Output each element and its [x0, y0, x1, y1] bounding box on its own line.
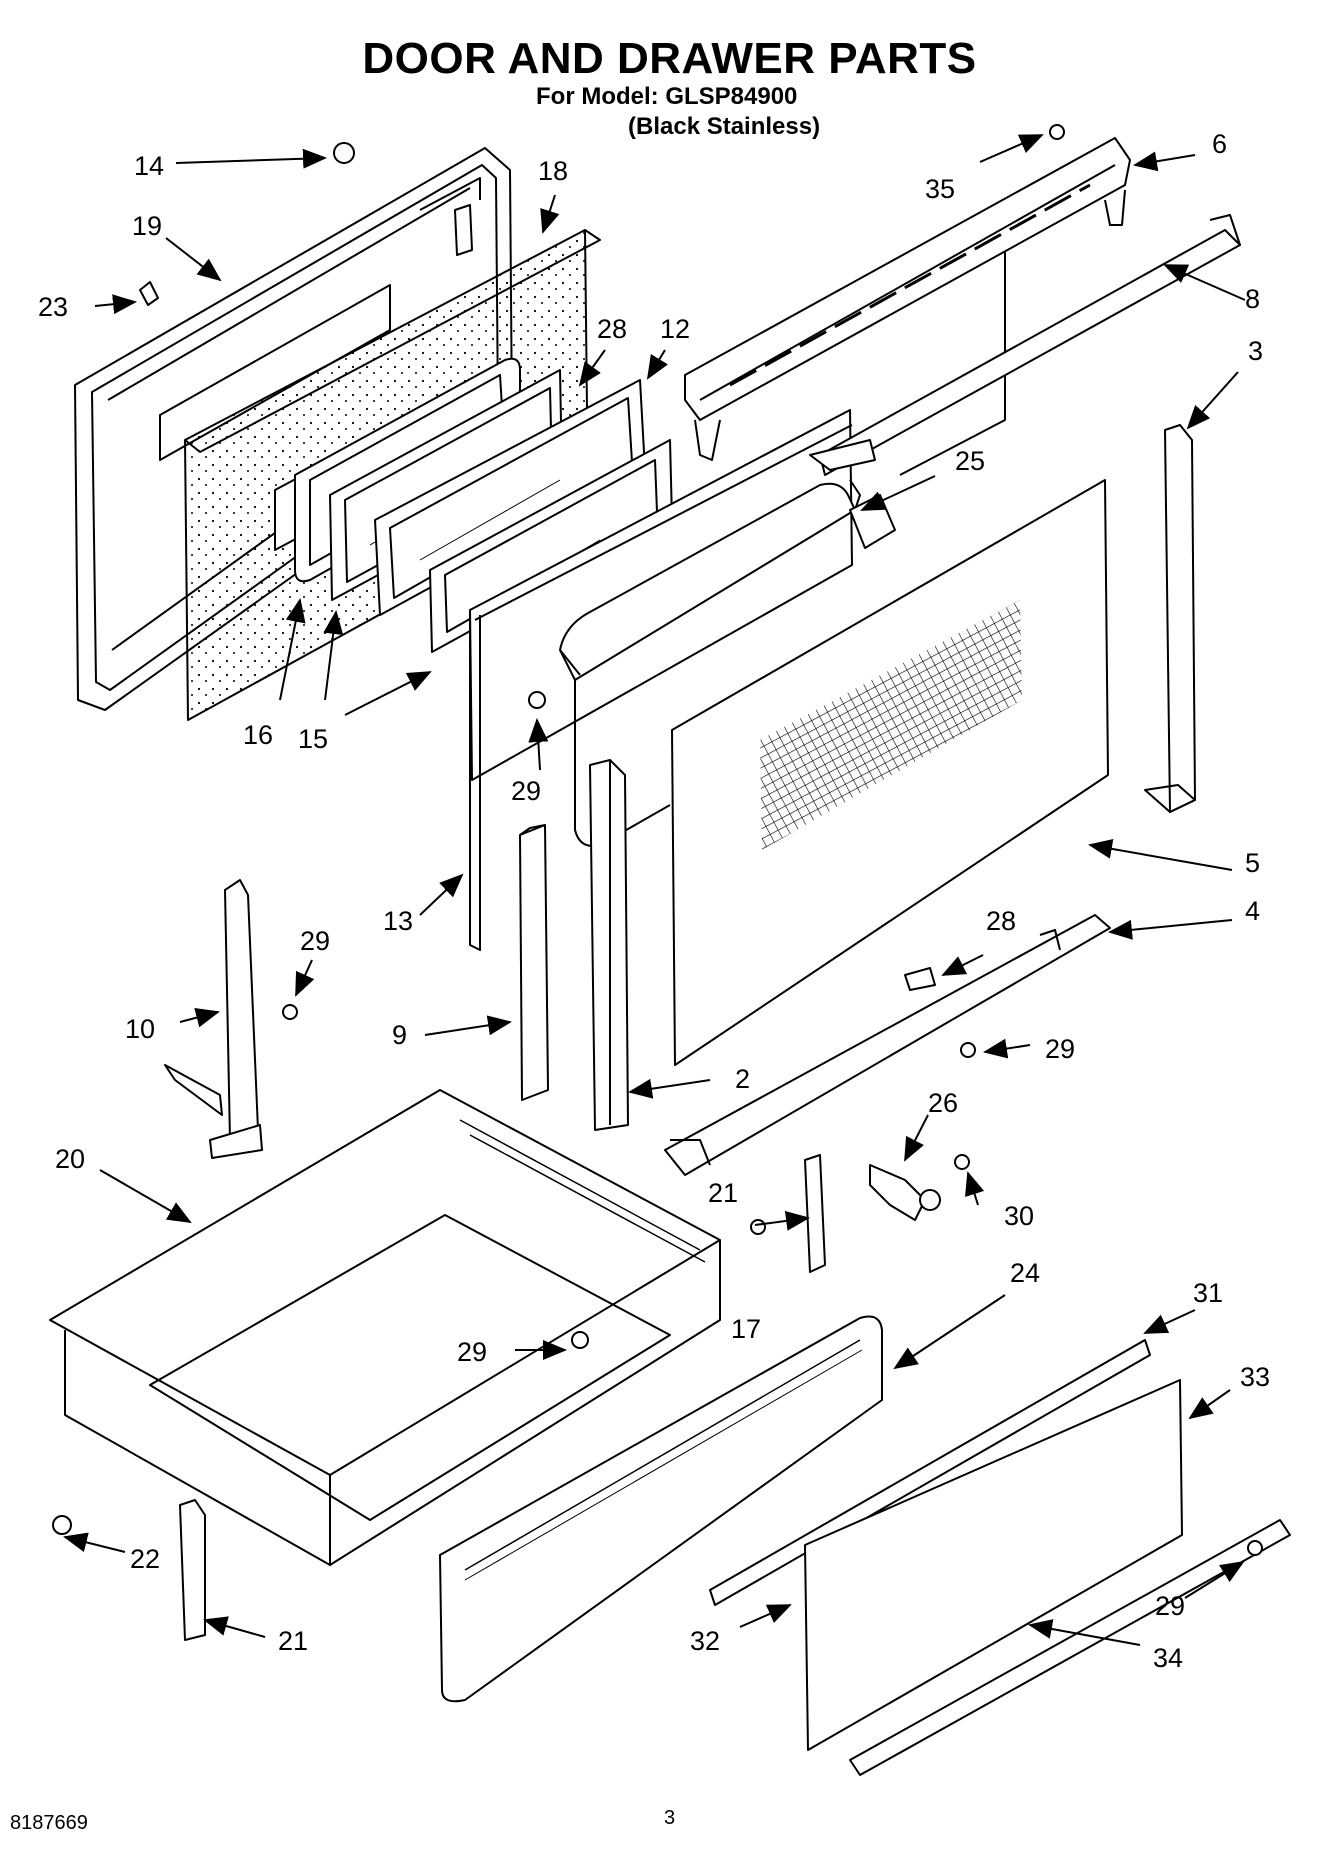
callout-12: 12: [660, 314, 690, 344]
callout-6: 6: [1212, 129, 1227, 159]
part-10-left-bracket: [164, 879, 263, 1159]
callout-35: 35: [925, 174, 955, 204]
finish-label: (Black Stainless): [628, 113, 821, 140]
part-5-outer-door-panel: [671, 244, 1109, 1066]
callout-29-e: 29: [1155, 1591, 1185, 1621]
callout-32: 32: [690, 1626, 720, 1656]
part-26-latch: [869, 1164, 941, 1221]
part-4-hinge-rail: [664, 914, 1111, 1176]
part-3-side-trim: [1144, 424, 1196, 813]
callout-17: 17: [731, 1314, 761, 1344]
model-label: For Model: GLSP84900: [536, 83, 798, 110]
callout-3: 3: [1248, 336, 1263, 366]
callout-24: 24: [1010, 1258, 1040, 1288]
callout-10: 10: [125, 1014, 155, 1044]
callout-20: 20: [55, 1144, 85, 1174]
part-24-drawer-front: [439, 1315, 883, 1703]
part-2-side-channel: [589, 759, 629, 1131]
callout-16: 16: [243, 720, 273, 750]
part-34-bottom-trim: [849, 1519, 1291, 1776]
callout-23: 23: [38, 292, 68, 322]
page-number: 3: [664, 1807, 676, 1829]
callout-14: 14: [134, 151, 164, 181]
callout-18: 18: [538, 156, 568, 186]
callout-9: 9: [392, 1020, 407, 1050]
callout-5: 5: [1245, 848, 1260, 878]
callout-19: 19: [132, 211, 162, 241]
callout-21-lower: 21: [278, 1626, 308, 1656]
callout-28-top: 28: [597, 314, 627, 344]
callout-22: 22: [130, 1544, 160, 1574]
callout-31: 31: [1193, 1278, 1223, 1308]
callout-4: 4: [1245, 896, 1260, 926]
part-20-drawer-body: [49, 1089, 721, 1566]
leader-lines: [63, 134, 1246, 1646]
callout-8: 8: [1245, 284, 1260, 314]
callout-15: 15: [298, 724, 328, 754]
part-25-vent-duct: [559, 479, 861, 847]
callout-33: 33: [1240, 1362, 1270, 1392]
callout-29-d: 29: [1045, 1034, 1075, 1064]
callout-29-c: 29: [457, 1337, 487, 1367]
callout-2: 2: [735, 1064, 750, 1094]
callout-21-right: 21: [708, 1178, 738, 1208]
part-8-door-handle: [809, 214, 1241, 476]
callout-13: 13: [383, 906, 413, 936]
part-21-hinge-bracket: [804, 1154, 826, 1273]
fasteners: [52, 124, 1263, 1556]
callout-28-lower: 28: [986, 906, 1016, 936]
callout-labels: 14 18 19 23 28 12 16 15 29 13 10 29 9 20…: [38, 129, 1270, 1673]
part-33-drawer-panel: [804, 1379, 1183, 1751]
callout-29-a: 29: [511, 776, 541, 806]
callout-30: 30: [1004, 1201, 1034, 1231]
callout-29-b: 29: [300, 926, 330, 956]
callout-26: 26: [928, 1088, 958, 1118]
part-6-vent-trim: [684, 137, 1131, 461]
part-21-lower-bracket: [179, 1499, 206, 1641]
callout-34: 34: [1153, 1643, 1183, 1673]
callout-25: 25: [955, 446, 985, 476]
part-9-spacer: [519, 824, 549, 1101]
document-number: 8187669: [10, 1812, 88, 1834]
page-title: DOOR AND DRAWER PARTS: [362, 34, 977, 83]
